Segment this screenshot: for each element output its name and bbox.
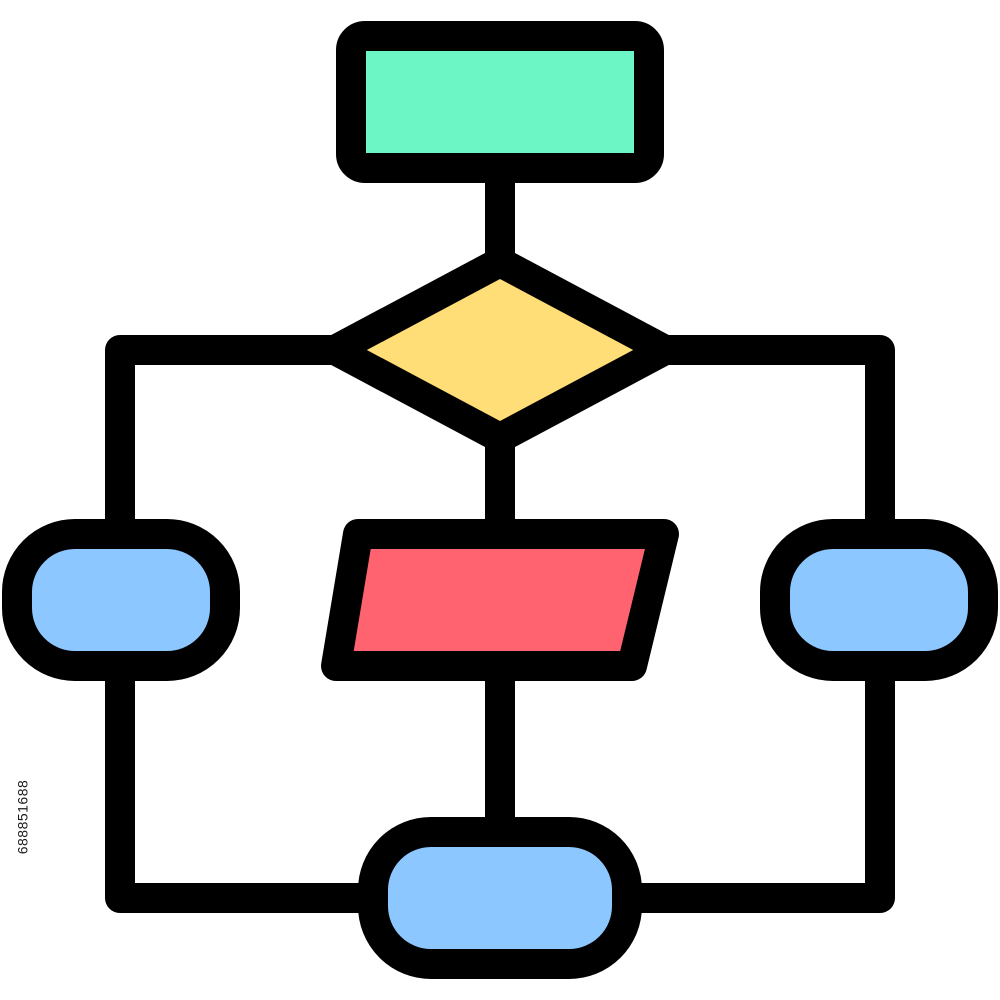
center-data-parallelogram [321,519,679,681]
stock-id-text: 688851688 [14,779,31,855]
right-terminator-node [760,519,998,681]
decision-diamond [320,247,680,453]
left-terminator-node [2,519,240,681]
connector-decision-to-right [650,335,895,547]
connector-decision-to-left [105,335,350,547]
stock-id-label: 688851688 [12,762,32,872]
top-process-node [336,21,664,183]
connector-right-to-bottom [613,653,895,913]
bottom-terminator-node [358,817,642,979]
connector-left-to-bottom [105,653,387,913]
connectors [105,153,895,913]
